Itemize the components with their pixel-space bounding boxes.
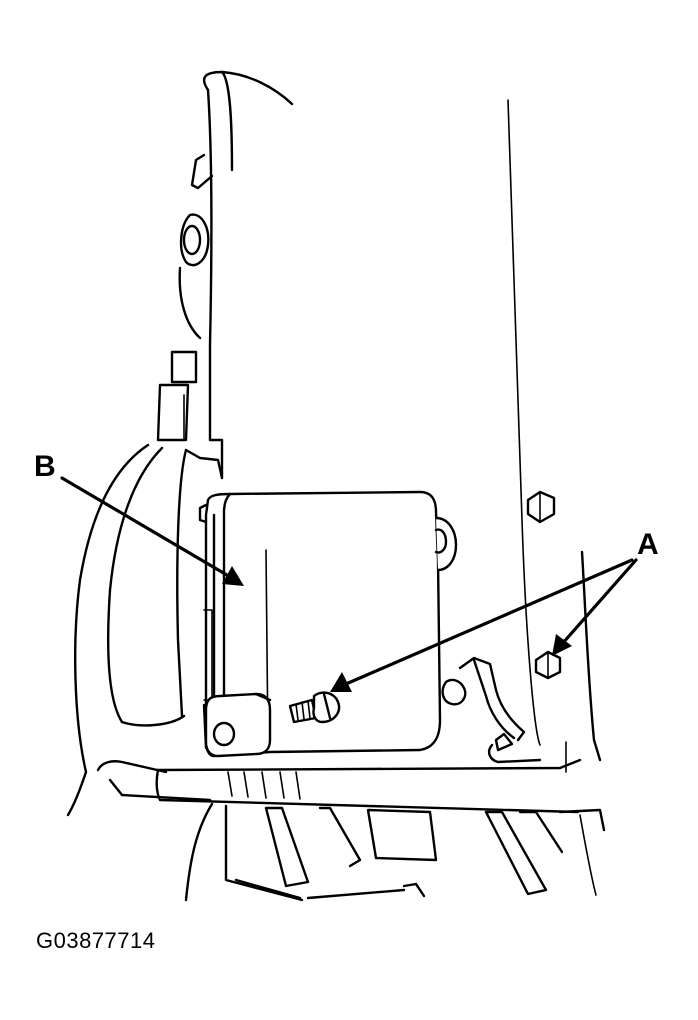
leader-arrow-a-2 [552,558,638,656]
control-module [198,490,458,758]
callout-a-label: A [637,528,659,561]
callout-b-label: B [34,450,56,483]
lower-structure [66,758,606,902]
figure-id: G03877714 [36,928,156,953]
mounting-bolt-left [288,691,341,724]
lower-bracket [441,656,542,764]
leader-arrow-a-1 [330,558,634,692]
pillar-panel [202,70,602,773]
outer-trim [74,443,224,774]
mounting-bolt-right [534,650,562,680]
mounting-bolt-upper [526,490,556,524]
leader-arrow-b [60,476,244,586]
upper-brackets [156,153,214,442]
